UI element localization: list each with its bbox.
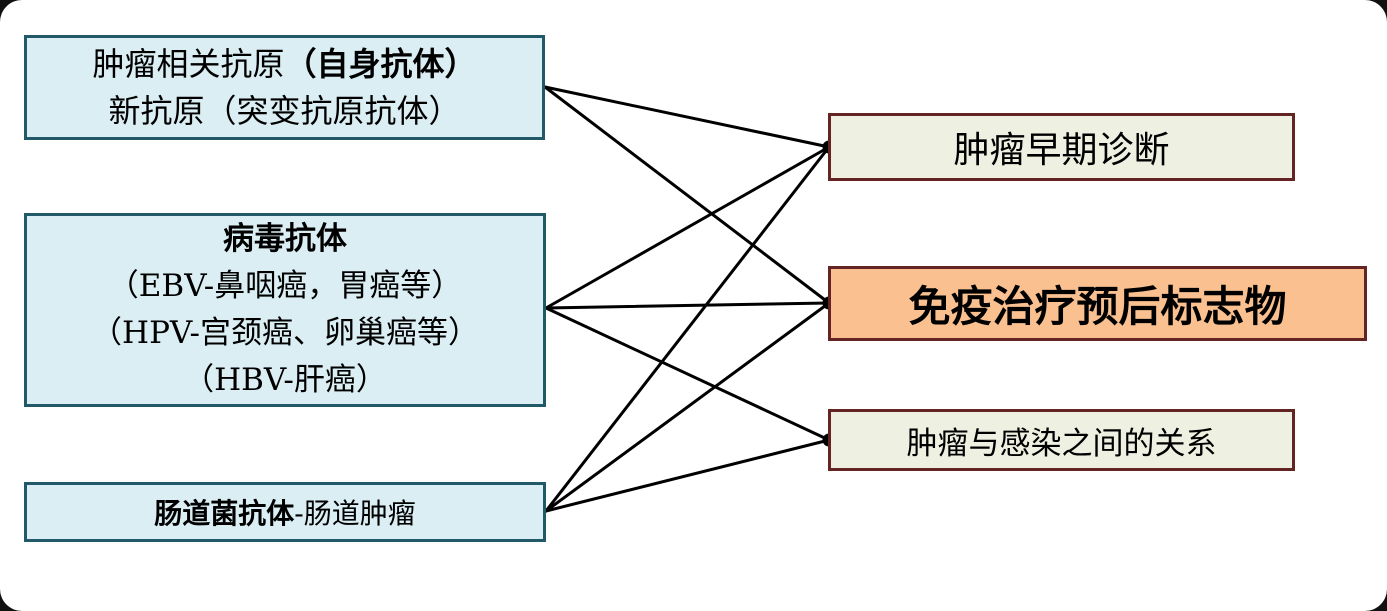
node-early-diagnosis: 肿瘤早期诊断 <box>828 113 1295 181</box>
immunotherapy-marker-label: 免疫治疗预后标志物 <box>908 282 1287 331</box>
gut-antibody-bold: 肠道菌抗体 <box>154 497 295 530</box>
edge-left3-right3 <box>544 438 831 513</box>
edge-left1-right2 <box>543 85 831 305</box>
virus-hbv-line: （HBV-肝癌） <box>183 362 387 398</box>
edge-left3-right2 <box>544 301 831 513</box>
node-gut-bacteria-antibody: 肠道菌抗体-肠道肿瘤 <box>24 482 546 542</box>
node-virus-antibody: 病毒抗体 （EBV-鼻咽癌，胃癌等） （HPV-宫颈癌、卵巢癌等） （HBV-肝… <box>24 213 546 407</box>
edge-left2-right2 <box>544 301 831 310</box>
edge-left2-right1 <box>544 145 831 310</box>
tumor-infection-label: 肿瘤与感染之间的关系 <box>906 425 1217 462</box>
node-tumor-infection-relationship: 肿瘤与感染之间的关系 <box>828 409 1295 471</box>
antigen-label-bold: （自身抗体） <box>284 44 477 83</box>
antigen-label-regular: 肿瘤相关抗原 <box>92 44 285 83</box>
edge-left2-right3 <box>544 306 831 442</box>
edge-left1-right1 <box>543 85 831 149</box>
node-immunotherapy-prognosis-marker: 免疫治疗预后标志物 <box>828 266 1367 341</box>
node-text-line: 新抗原（突变抗原抗体） <box>108 91 461 130</box>
virus-antibody-title: 病毒抗体 <box>223 221 347 257</box>
node-tumor-associated-antigen: 肿瘤相关抗原（自身抗体） 新抗原（突变抗原抗体） <box>24 35 545 140</box>
node-text-line: 肠道菌抗体-肠道肿瘤 <box>154 492 415 532</box>
gut-antibody-regular: -肠道肿瘤 <box>294 497 416 530</box>
virus-hpv-line: （HPV-宫颈癌、卵巢癌等） <box>91 315 479 351</box>
early-diagnosis-label: 肿瘤早期诊断 <box>953 130 1170 171</box>
virus-ebv-line: （EBV-鼻咽癌，胃癌等） <box>107 268 463 304</box>
node-text-line: 肿瘤相关抗原（自身抗体） <box>92 41 476 88</box>
edge-left3-right1 <box>544 145 831 513</box>
